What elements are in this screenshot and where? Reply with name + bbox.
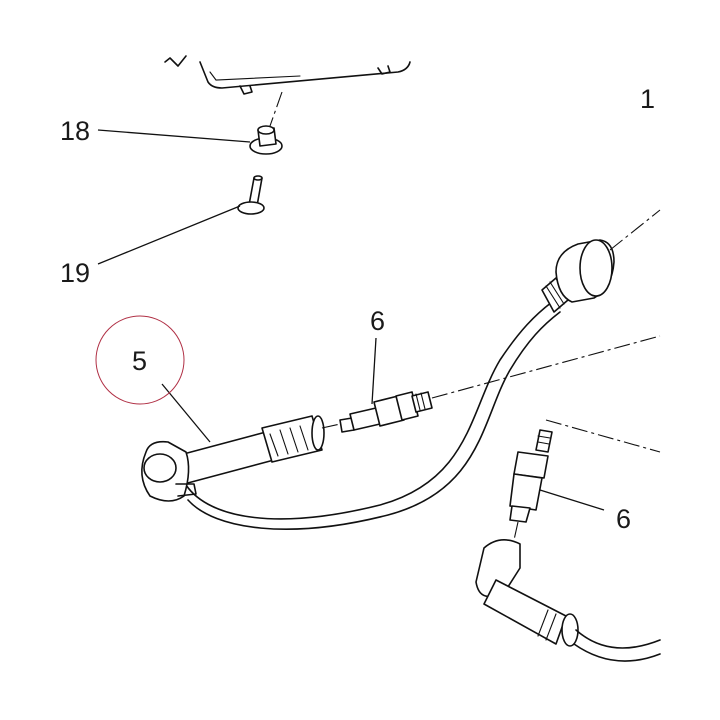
callout-5: 5: [132, 346, 147, 376]
axis-line-upper: [431, 335, 661, 399]
part-19-pin: [237, 175, 265, 215]
leader-18: [97, 129, 251, 143]
callout-6-lower: 6: [616, 504, 631, 534]
leader-6b: [539, 489, 605, 511]
lower-plug-boot: [475, 539, 661, 662]
part-6-spark-plug-upper: [321, 391, 433, 433]
callout-5-highlight-circle: [95, 315, 185, 405]
axis-line-connector: [609, 209, 661, 251]
leader-6a: [371, 337, 377, 405]
callout-18: 18: [60, 116, 90, 146]
callout-6-upper: 6: [370, 306, 385, 336]
part-5-plug-boot: [141, 415, 325, 502]
ignition-lead-cable: [185, 301, 561, 530]
cover-panel: [164, 55, 411, 95]
part-18-grommet: [249, 91, 283, 155]
callout-19: 19: [60, 258, 90, 288]
part-6-spark-plug-lower: [509, 419, 661, 541]
cable-end-connector: [541, 239, 615, 313]
callout-17: 1: [640, 84, 655, 114]
leader-19: [97, 205, 241, 265]
leader-5: [161, 383, 211, 443]
